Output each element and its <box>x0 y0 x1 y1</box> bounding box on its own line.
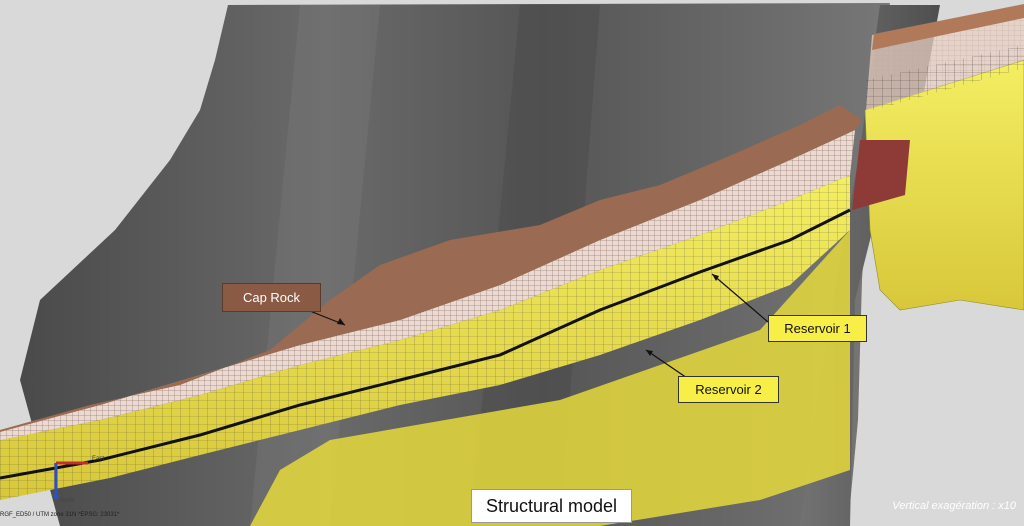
lower-reservoir-base <box>250 230 850 526</box>
axis-north-arrow <box>52 495 60 500</box>
vertical-exaggeration-note: Vertical exagération : x10 <box>892 500 1016 512</box>
right-reservoir-grid <box>866 45 1024 112</box>
reservoir-grid <box>0 175 850 500</box>
axis-east-label: East <box>92 456 105 462</box>
reservoir-2-label: Reservoir 2 <box>678 376 779 403</box>
reservoir2-arrow <box>645 349 691 381</box>
reservoir1-arrow <box>711 273 769 323</box>
cap-rock-label: Cap Rock <box>222 283 321 312</box>
caprock-arrow-head <box>337 318 345 325</box>
reservoir-separator-line <box>0 208 851 480</box>
right-caprock-top <box>872 4 1024 50</box>
reservoir-1-label: Reservoir 1 <box>768 315 867 342</box>
axis-north-label: North <box>60 498 75 504</box>
reservoir2-arrow-head <box>646 350 653 356</box>
right-reservoir-block <box>864 59 1024 311</box>
caption-title: Structural model <box>471 489 632 523</box>
upper-pink-grid <box>0 130 855 440</box>
crs-readout: RGF_ED50 / UTM zone 31N *EPSG: 23031* <box>0 512 120 518</box>
reservoir1-arrow-head <box>712 274 719 281</box>
fault-block <box>852 140 910 210</box>
cap-rock-surface <box>0 105 862 432</box>
